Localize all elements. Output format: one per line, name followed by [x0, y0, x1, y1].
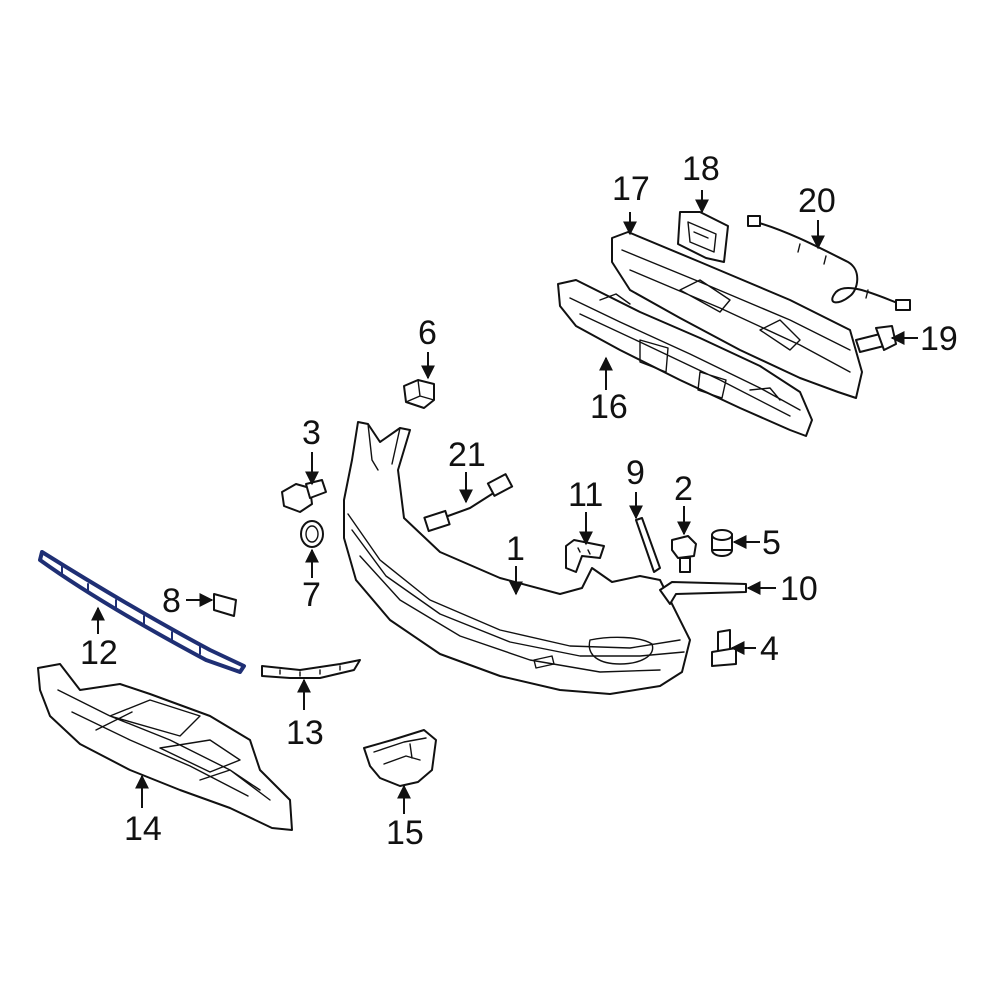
callout-16: 16: [590, 388, 628, 426]
callout-15: 15: [386, 814, 424, 852]
part-15-bracket[interactable]: [363, 729, 437, 787]
callout-2: 2: [674, 470, 693, 508]
leader-lines: [91, 190, 918, 814]
part-16-energy-absorber[interactable]: [557, 279, 813, 437]
callout-14: 14: [124, 810, 162, 848]
part-5-cap[interactable]: [711, 529, 733, 557]
callout-12: 12: [80, 634, 118, 672]
callout-4: 4: [760, 630, 779, 668]
callout-20: 20: [798, 182, 836, 220]
part-2-bolt[interactable]: [671, 535, 697, 573]
part-12-trim-strip-highlighted[interactable]: [38, 550, 246, 674]
callout-18: 18: [682, 150, 720, 188]
callout-8: 8: [162, 582, 181, 620]
part-17-bumper-reinforcement[interactable]: [611, 231, 863, 399]
part-14-undertray[interactable]: [37, 663, 293, 831]
part-13-reflector-strip[interactable]: [261, 659, 361, 679]
part-8-plate[interactable]: [213, 593, 237, 617]
part-6-bracket[interactable]: [403, 379, 435, 409]
callout-7: 7: [302, 576, 321, 614]
part-9-strip[interactable]: [635, 517, 661, 573]
callout-17: 17: [612, 170, 650, 208]
callout-6: 6: [418, 314, 437, 352]
callout-5: 5: [762, 524, 781, 562]
part-19-clip[interactable]: [855, 325, 897, 353]
part-18-bracket[interactable]: [677, 211, 729, 263]
part-4-stud[interactable]: [711, 629, 737, 667]
callout-11: 11: [568, 476, 603, 514]
callout-21: 21: [448, 436, 486, 474]
callout-3: 3: [302, 414, 321, 452]
callout-1: 1: [506, 530, 525, 568]
part-10-strip[interactable]: [659, 581, 747, 605]
callout-19: 19: [920, 320, 958, 358]
callout-numbers: 17 18 20 19 16 6 3 7 21 11 9 2 5 1 10 4 …: [80, 150, 958, 852]
part-11-bracket[interactable]: [565, 539, 605, 573]
part-3-parking-sensor[interactable]: [281, 479, 327, 513]
part-7-grommet[interactable]: [300, 520, 324, 548]
callout-10: 10: [780, 570, 818, 608]
callout-9: 9: [626, 454, 645, 492]
callout-13: 13: [286, 714, 324, 752]
part-1-bumper-cover[interactable]: [343, 421, 691, 695]
part-21-sensor-harness[interactable]: [423, 473, 514, 533]
